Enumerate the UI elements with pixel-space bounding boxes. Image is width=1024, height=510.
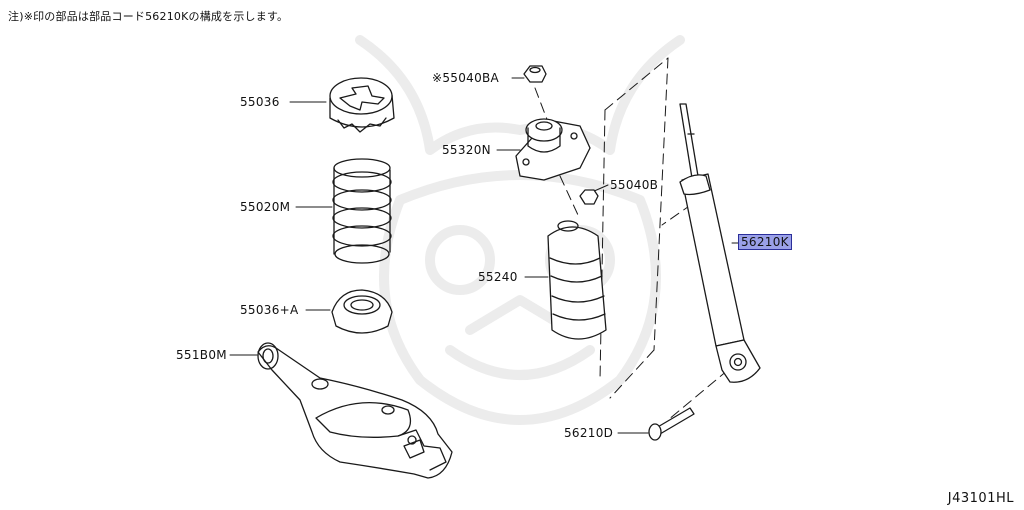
part-label-55240[interactable]: 55240: [478, 270, 518, 284]
lower-arm: [257, 342, 453, 479]
part-label-55320N[interactable]: 55320N: [442, 143, 491, 157]
bolt: [648, 407, 695, 441]
part-label-55036A[interactable]: 55036+A: [240, 303, 299, 317]
figure-reference: J43101HL: [947, 491, 1014, 506]
part-label-55040BA[interactable]: ※55040BA: [432, 71, 500, 85]
bound-bumper: [547, 220, 607, 340]
watermark-emblem: [355, 35, 685, 425]
part-label-55040B[interactable]: 55040B: [610, 178, 659, 192]
mount-insulator: [515, 118, 591, 181]
part-label-551B0M[interactable]: 551B0M: [176, 348, 227, 362]
upper-spring-seat: [329, 77, 395, 133]
part-label-55020M[interactable]: 55020M: [240, 200, 291, 214]
header-note: 注)※印の部品は部品コード56210Kの構成を示します。: [8, 10, 289, 23]
part-label-56210K[interactable]: 56210K: [738, 234, 792, 250]
upper-nut: [523, 65, 547, 83]
lower-nut: [579, 189, 599, 205]
leader-lines: [229, 77, 743, 434]
coil-spring: [332, 158, 392, 264]
lower-spring-seat: [331, 289, 393, 334]
part-label-56210D[interactable]: 56210D: [564, 426, 614, 440]
part-label-55036[interactable]: 55036: [240, 95, 280, 109]
shock-absorber: [679, 103, 761, 383]
